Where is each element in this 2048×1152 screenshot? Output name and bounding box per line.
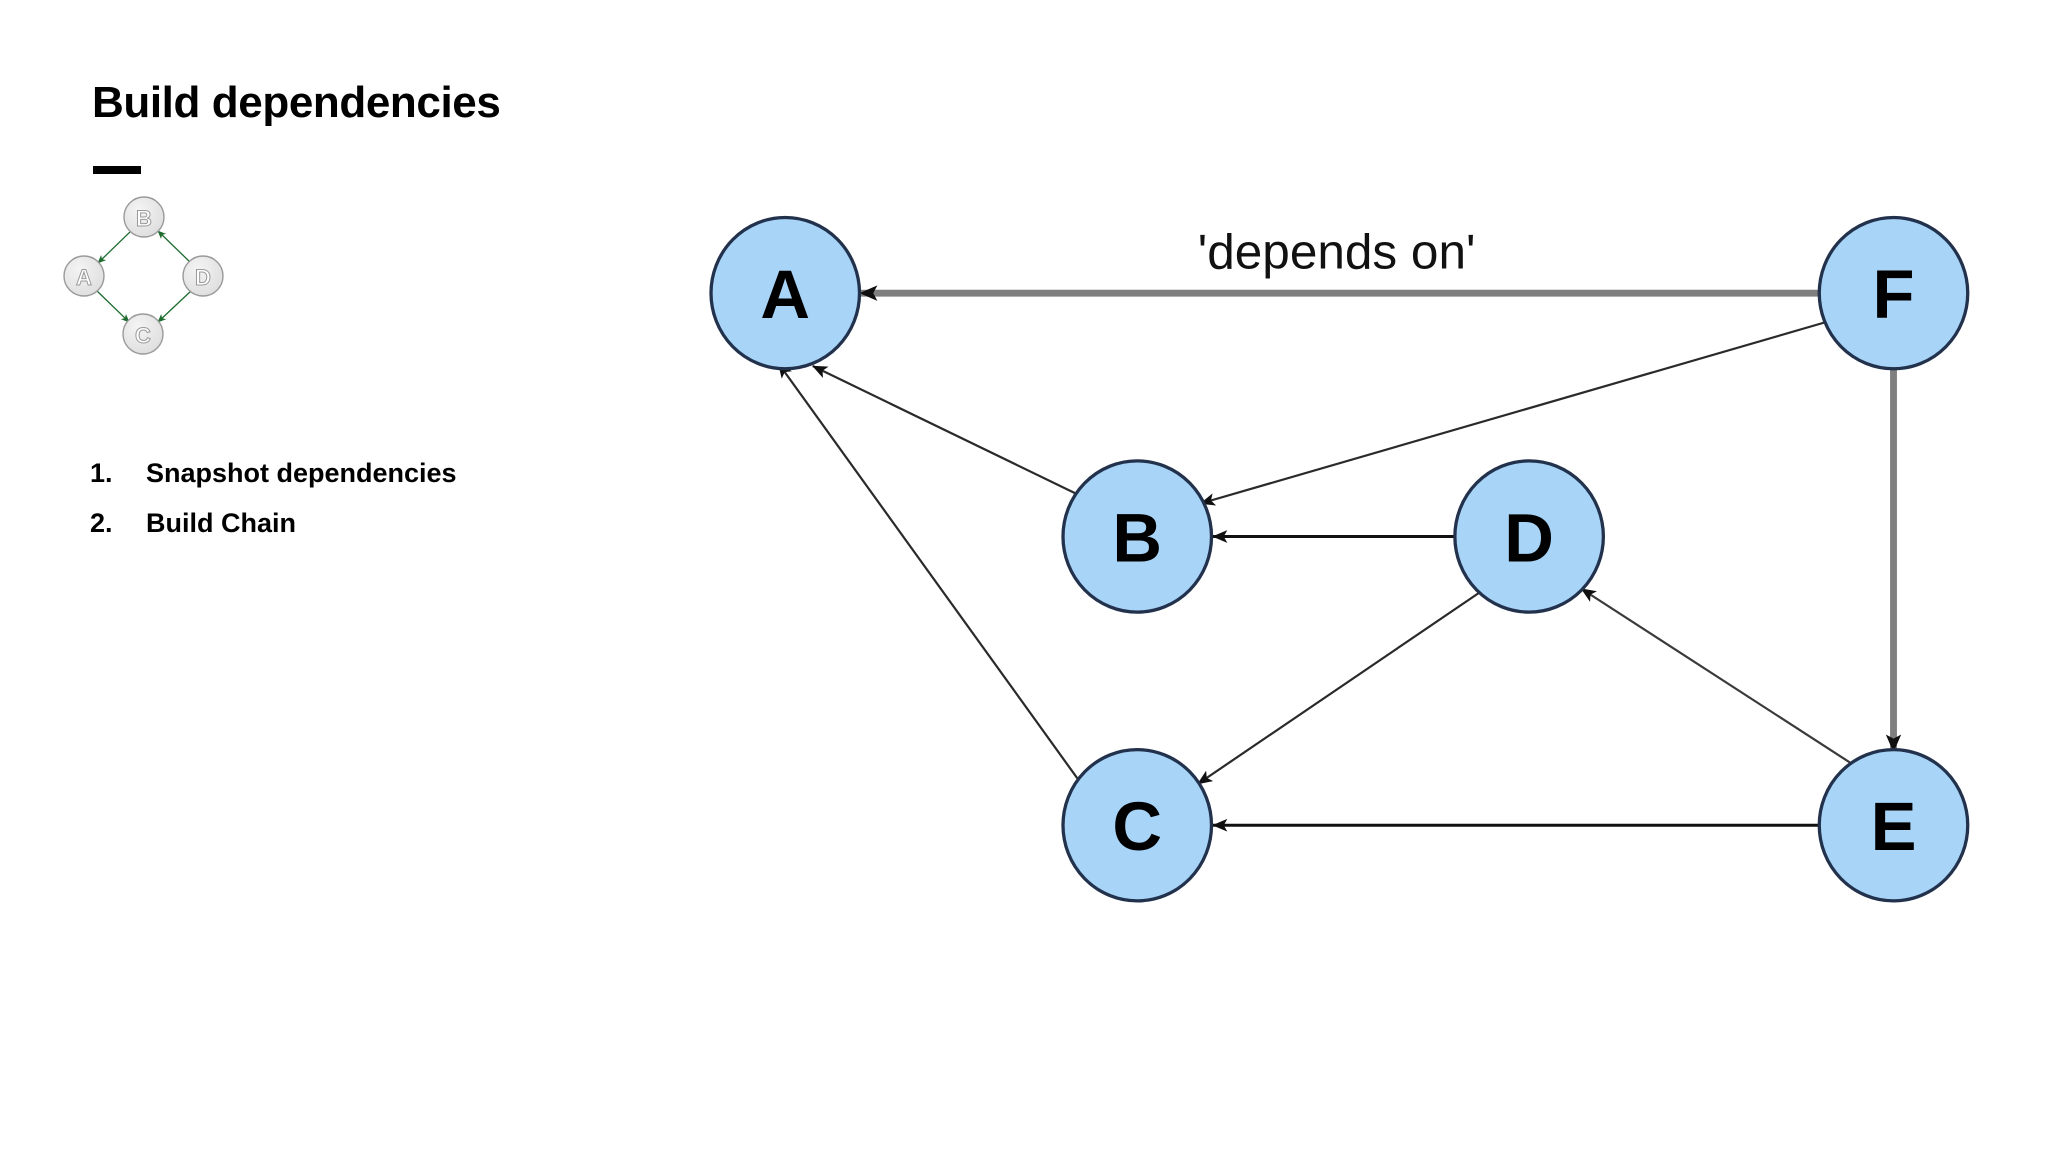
list-item-number: 2. (90, 508, 113, 538)
thumbnail-node-a: A (63, 255, 105, 297)
dependency-graph-diagram: 'depends on' A B C D E F (700, 180, 2020, 970)
graph-node-d-label: D (1504, 499, 1554, 576)
graph-node-a-label: A (760, 256, 810, 333)
graph-node-d[interactable]: D (1453, 459, 1606, 614)
edge-b-to-a (812, 365, 1086, 499)
thumbnail-node-a-label: A (76, 265, 92, 290)
title-underline-rule (93, 166, 141, 174)
thumbnail-node-c: C (122, 313, 164, 355)
graph-node-c-label: C (1112, 788, 1162, 865)
graph-node-e-label: E (1871, 788, 1917, 865)
graph-node-e[interactable]: E (1817, 747, 1970, 903)
numbered-list: 1. Snapshot dependencies 2. Build Chain (90, 448, 610, 548)
thumbnail-edge-d-c (157, 289, 193, 323)
list-item-number: 1. (90, 458, 113, 488)
graph-node-f-label: F (1873, 256, 1915, 333)
thumbnail-node-b: B (123, 196, 165, 238)
graph-node-b[interactable]: B (1061, 459, 1214, 614)
left-panel: Build dependencies (0, 0, 640, 1152)
edge-f-to-b (1199, 318, 1837, 506)
thumbnail-dependency-graph: B A D C (62, 195, 282, 390)
thumbnail-node-b-label: B (136, 206, 152, 231)
edge-e-to-d (1580, 587, 1863, 772)
list-item: 2. Build Chain (90, 498, 610, 548)
edge-label-depends-on: 'depends on' (1198, 224, 1476, 279)
thumbnail-edge-b-a (97, 229, 133, 264)
list-item-label: Snapshot dependencies (146, 458, 457, 488)
list-item-label: Build Chain (146, 508, 296, 538)
graph-node-c[interactable]: C (1061, 747, 1214, 903)
thumbnail-node-c-label: C (135, 323, 151, 348)
edge-c-to-a (777, 362, 1088, 792)
thumbnail-edge-d-b (157, 230, 193, 265)
graph-node-a[interactable]: A (709, 215, 862, 371)
edge-d-to-c (1197, 590, 1482, 785)
graph-node-f[interactable]: F (1817, 215, 1970, 371)
list-item: 1. Snapshot dependencies (90, 448, 610, 498)
page-title: Build dependencies (92, 78, 501, 127)
thumbnail-edge-a-c (95, 289, 130, 323)
graph-node-b-label: B (1112, 499, 1162, 576)
thumbnail-node-d-label: D (195, 265, 211, 290)
thumbnail-node-d: D (182, 255, 224, 297)
